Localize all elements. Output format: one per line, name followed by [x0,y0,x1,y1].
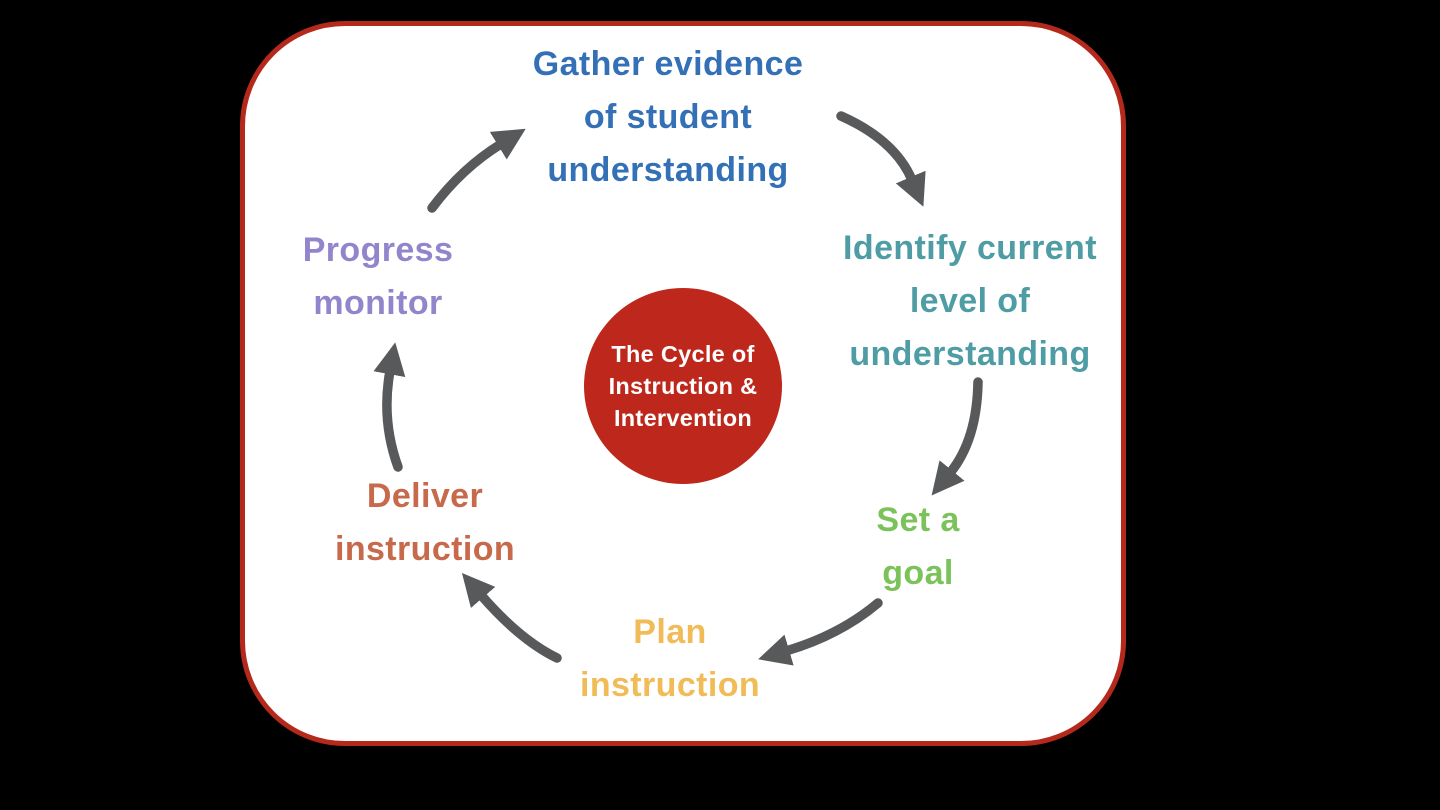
step-label-line: Identify current [843,229,1097,267]
step-set-a-goal: Set a goal [876,494,959,600]
step-label-line: instruction [579,666,761,704]
hub-title-line: Intervention [613,405,753,431]
step-label-line: Plan [633,613,707,651]
step-label-line: Gather evidence [532,45,804,83]
step-gather-evidence: Gather evidence of student understanding [533,38,804,197]
step-label-line: level of [909,282,1031,320]
step-label-line: Deliver [366,477,484,515]
step-label-line: instruction [334,530,516,568]
hub-title-line: The Cycle of [611,341,755,367]
step-progress-monitor: Progress monitor [303,224,454,330]
step-plan-instruction: Plan instruction [580,606,760,712]
hub-title-line: Instruction & [608,373,758,399]
cycle-hub-circle: The Cycle of Instruction & Intervention [584,288,782,484]
step-deliver-instruction: Deliver instruction [335,470,515,576]
step-label-line: Set a [876,501,960,539]
step-label-line: understanding [547,151,789,189]
step-label-line: goal [882,554,954,592]
step-label-line: understanding [849,335,1091,373]
step-label-line: monitor [313,284,443,322]
step-label-line: Progress [302,231,454,269]
step-label-line: of student [583,98,753,136]
step-identify-level: Identify current level of understanding [843,222,1097,381]
